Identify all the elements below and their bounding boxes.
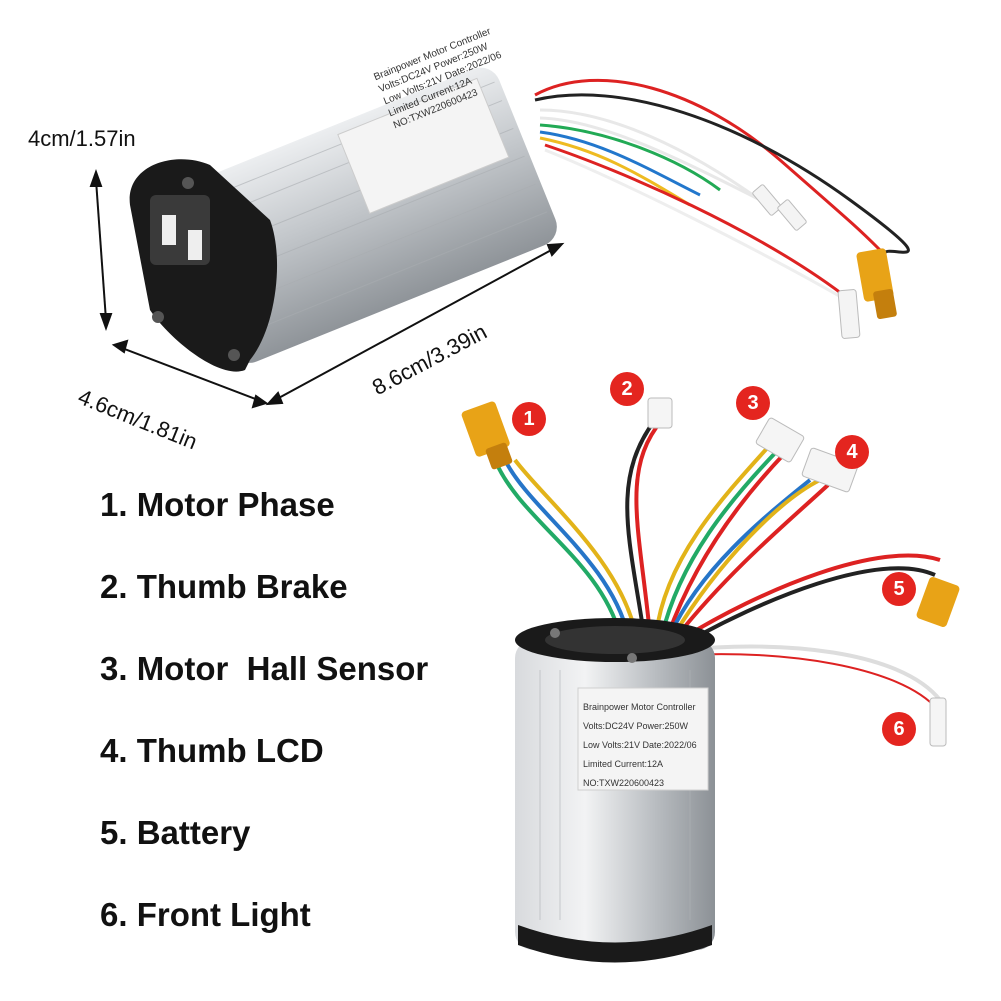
- legend-item-battery: 5. Battery: [100, 814, 251, 851]
- controller-body-bottom: [515, 618, 715, 963]
- legend-item-hall-sensor: 3. Motor Hall Sensor: [100, 650, 429, 687]
- legend-item-motor-phase: 1. Motor Phase: [100, 486, 335, 523]
- badge-3: 3: [736, 386, 770, 420]
- label-bottom-line3: Low Volts:21V Date:2022/06: [583, 740, 697, 750]
- front-light-connector-top: [837, 289, 861, 339]
- badge-1: 1: [512, 402, 546, 436]
- label-bottom-line4: Limited Current:12A: [583, 759, 664, 769]
- badge-2: 2: [610, 372, 644, 406]
- label-bottom-line2: Volts:DC24V Power:250W: [583, 721, 689, 731]
- spec-label-bottom: [577, 687, 709, 791]
- label-bottom-line1: Brainpower Motor Controller: [583, 702, 696, 712]
- bottom-wires: [493, 418, 942, 711]
- legend-item-thumb-lcd: 4. Thumb LCD: [100, 732, 324, 769]
- badge-4: 4: [835, 435, 869, 469]
- spec-label-bottom-text: Brainpower Motor Controller Volts:DC24V …: [583, 698, 708, 793]
- spec-label-top: [337, 77, 510, 215]
- badge-6: 6: [882, 712, 916, 746]
- height-dimension: 4cm/1.57in: [28, 126, 136, 151]
- top-wires: [534, 78, 910, 307]
- legend-item-front-light: 6. Front Light: [100, 896, 311, 933]
- end-cap: [129, 159, 278, 372]
- battery-connector-top: [856, 248, 894, 302]
- dimension-arrows: [89, 169, 565, 409]
- badge-5: 5: [882, 572, 916, 606]
- label-bottom-line5: NO:TXW220600423: [583, 778, 665, 788]
- legend-item-thumb-brake: 2. Thumb Brake: [100, 568, 348, 605]
